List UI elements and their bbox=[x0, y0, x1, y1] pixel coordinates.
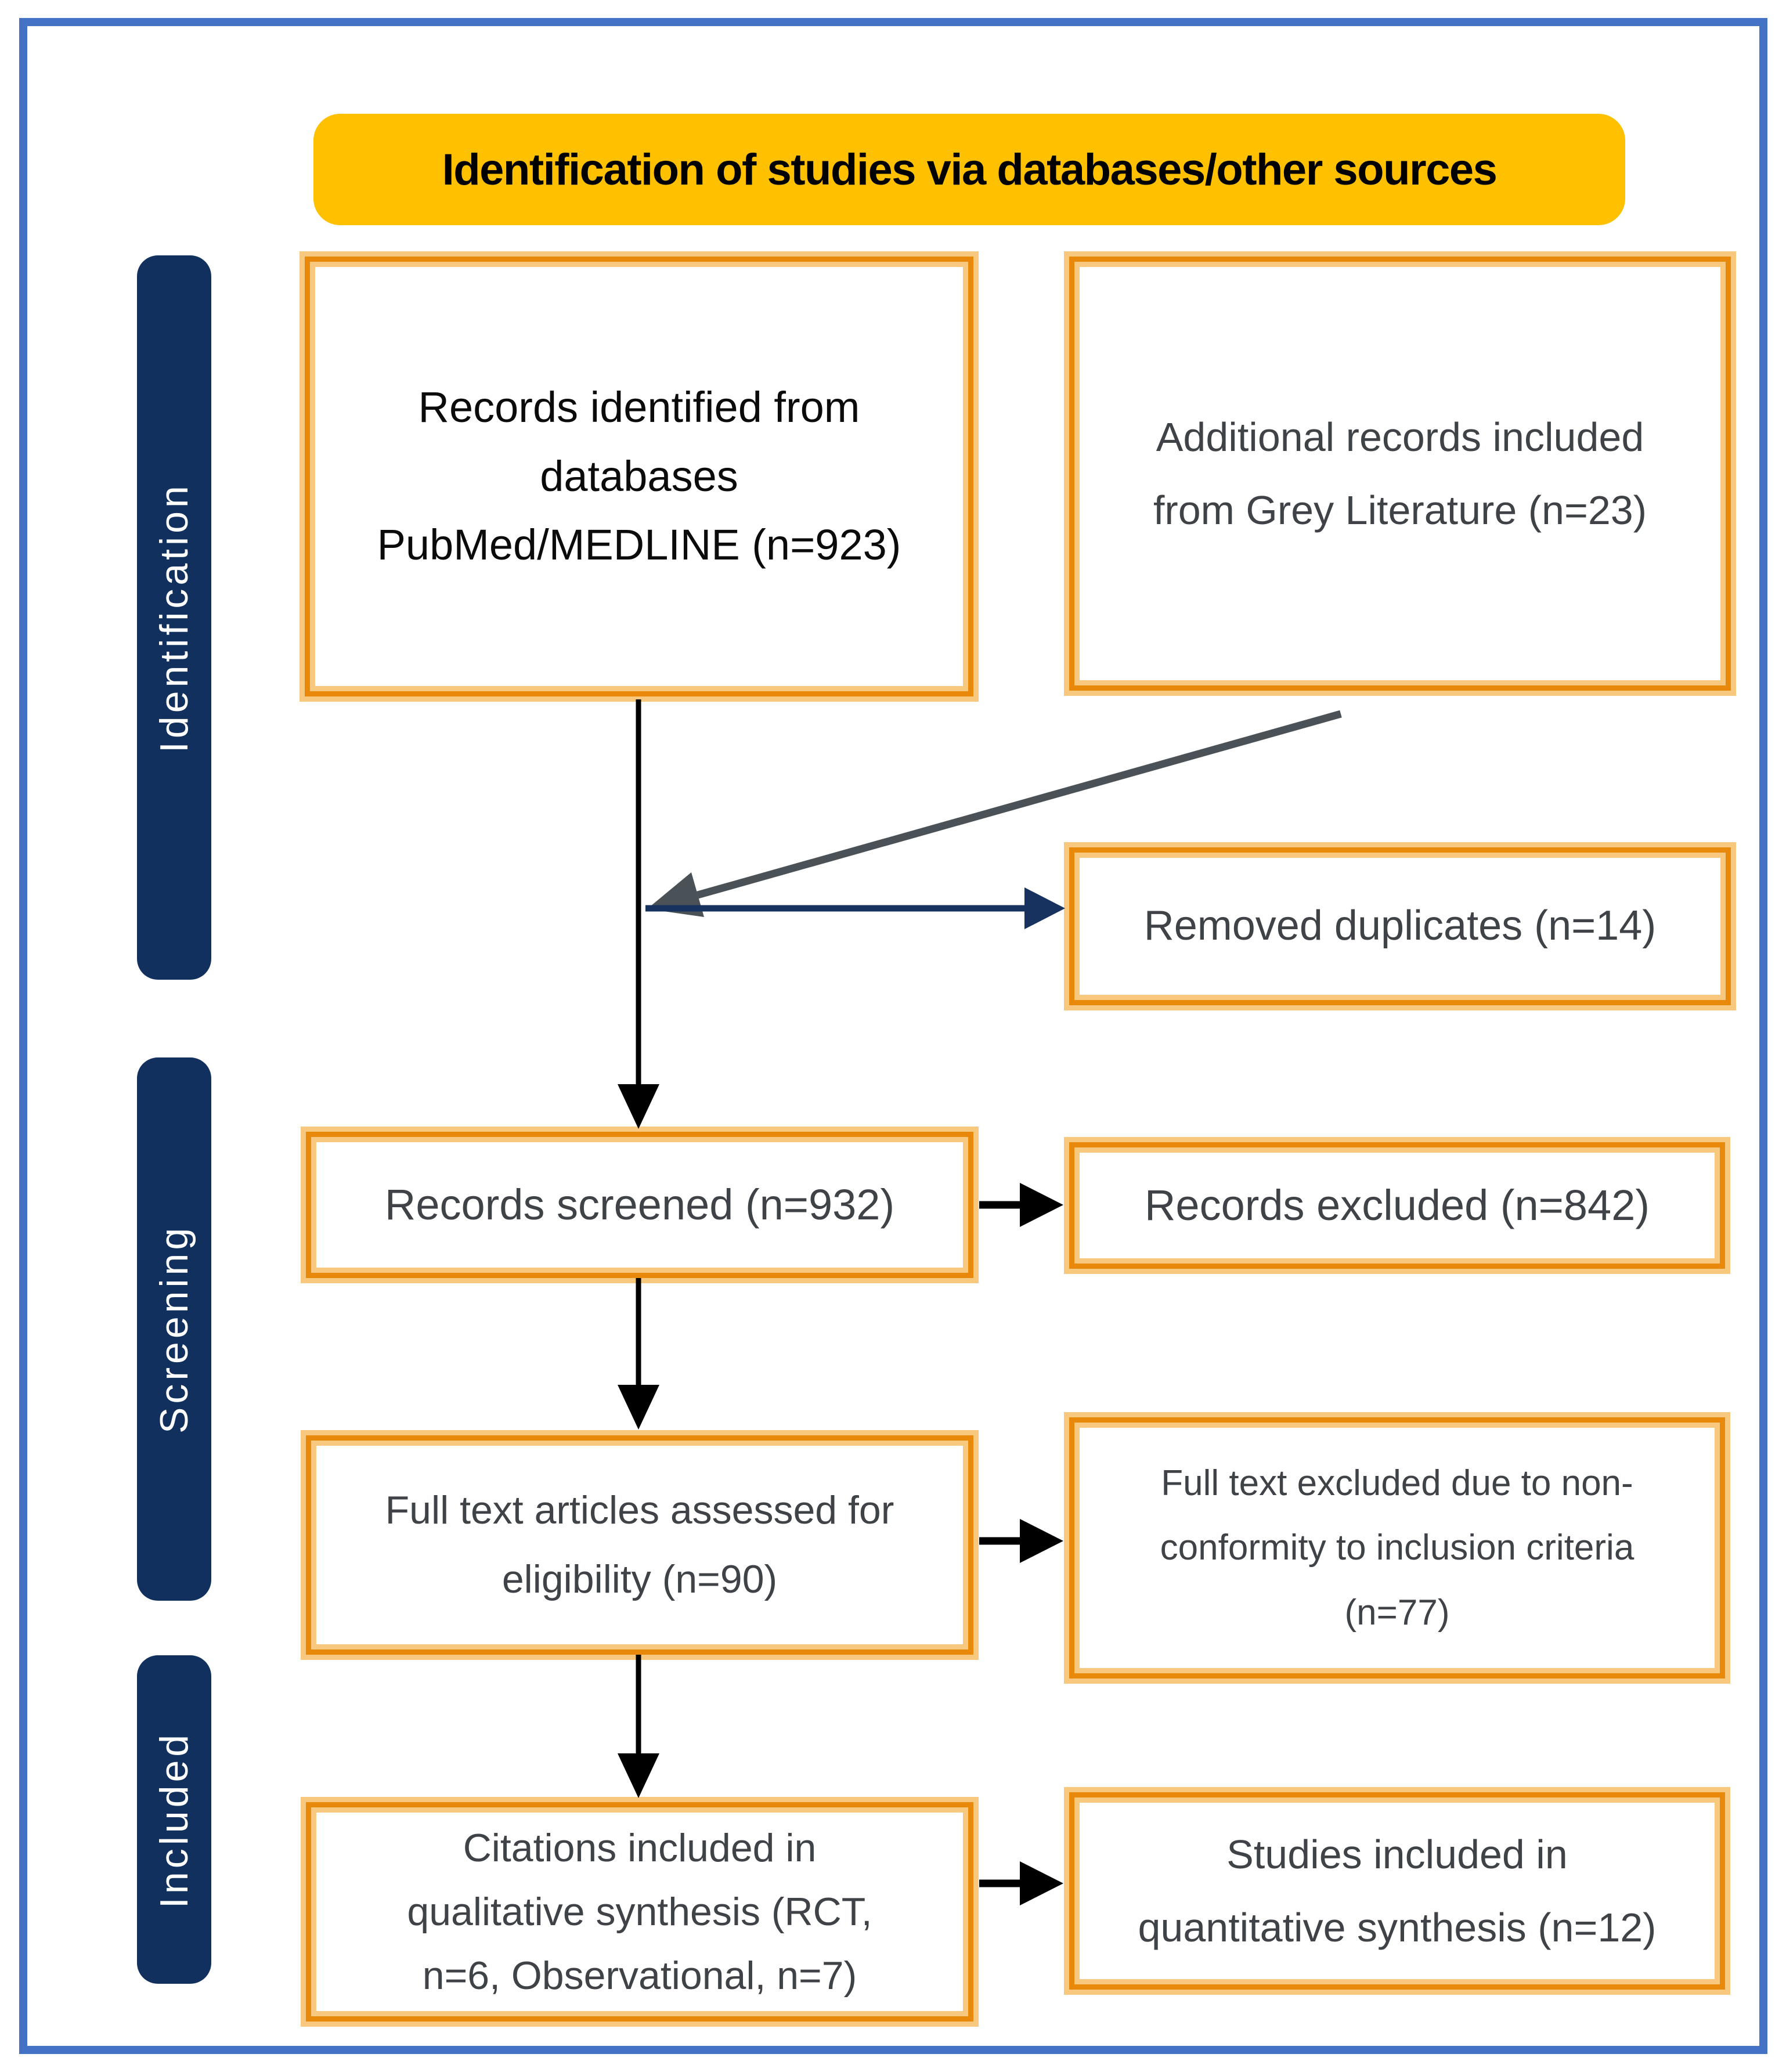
stage-tab-screening: Screening bbox=[137, 1057, 211, 1601]
box-records-identified-text: Records identified from databases PubMed… bbox=[377, 383, 901, 569]
box-removed-duplicates-text: Removed duplicates (n=14) bbox=[1143, 903, 1657, 950]
box-grey-literature: Additional records included from Grey Li… bbox=[1069, 257, 1731, 691]
box-records-screened-text: Records screened (n=932) bbox=[384, 1180, 895, 1229]
stage-tab-label: Screening bbox=[152, 1224, 196, 1434]
diagram-title: Identification of studies via databases/… bbox=[442, 145, 1498, 194]
title-banner: Identification of studies via databases/… bbox=[313, 114, 1625, 225]
box-removed-duplicates: Removed duplicates (n=14) bbox=[1069, 847, 1731, 1005]
stage-tab-label: Identification bbox=[152, 482, 196, 753]
box-citations-included: Citations included in qualitative synthe… bbox=[306, 1802, 973, 2022]
box-studies-included: Studies included in quantitative synthes… bbox=[1069, 1792, 1725, 1990]
box-fulltext-excluded-text: Full text excluded due to non- conformit… bbox=[1160, 1463, 1635, 1633]
box-fulltext-assessed-text: Full text articles assessed for eligibil… bbox=[385, 1488, 894, 1601]
box-grey-literature-text: Additional records included from Grey Li… bbox=[1153, 414, 1647, 533]
outer-frame bbox=[19, 18, 1767, 2054]
box-records-excluded-text: Records excluded (n=842) bbox=[1144, 1181, 1650, 1229]
box-fulltext-assessed: Full text articles assessed for eligibil… bbox=[306, 1435, 973, 1655]
stage-tab-included: Included bbox=[137, 1655, 211, 1984]
stage-tab-label: Included bbox=[152, 1731, 196, 1908]
box-records-excluded: Records excluded (n=842) bbox=[1069, 1142, 1725, 1269]
box-records-identified: Records identified from databases PubMed… bbox=[305, 257, 973, 696]
box-studies-included-text: Studies included in quantitative synthes… bbox=[1138, 1832, 1657, 1950]
box-fulltext-excluded: Full text excluded due to non- conformit… bbox=[1069, 1417, 1725, 1678]
box-records-screened: Records screened (n=932) bbox=[306, 1132, 973, 1278]
box-citations-included-text: Citations included in qualitative synthe… bbox=[407, 1825, 872, 1998]
stage-tab-identification: Identification bbox=[137, 255, 211, 980]
